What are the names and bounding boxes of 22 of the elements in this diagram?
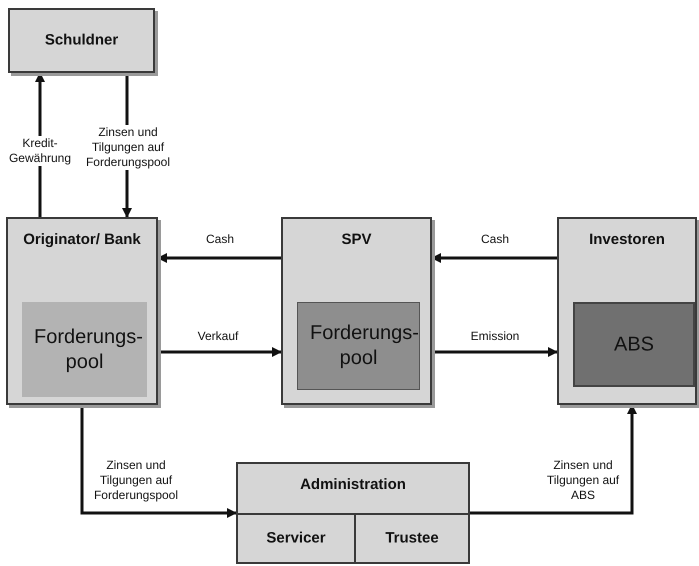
party-box — [281, 217, 432, 405]
party-label: Originator/ Bank — [22, 231, 142, 250]
party-box — [6, 217, 158, 405]
party-label: Investoren — [588, 231, 666, 250]
party-box — [354, 513, 468, 562]
party-box — [557, 217, 697, 405]
arrow — [80, 405, 237, 518]
party-label: Schuldner — [44, 31, 120, 50]
party-box — [8, 8, 155, 73]
party-label: SPV — [340, 231, 372, 250]
pool-label: ABS — [612, 332, 656, 357]
pool-box — [297, 302, 420, 390]
party-box — [236, 462, 470, 564]
party-label: Trustee — [384, 529, 440, 548]
party-label: Servicer — [265, 529, 327, 548]
pool-box — [573, 302, 695, 387]
arrow — [158, 347, 282, 357]
arrow — [432, 347, 558, 357]
pool-label: Forderungs-pool — [33, 324, 144, 374]
pool-label: Forderungs-pool — [309, 321, 419, 371]
party-label: Administration — [299, 476, 407, 495]
pool-box — [22, 302, 147, 397]
